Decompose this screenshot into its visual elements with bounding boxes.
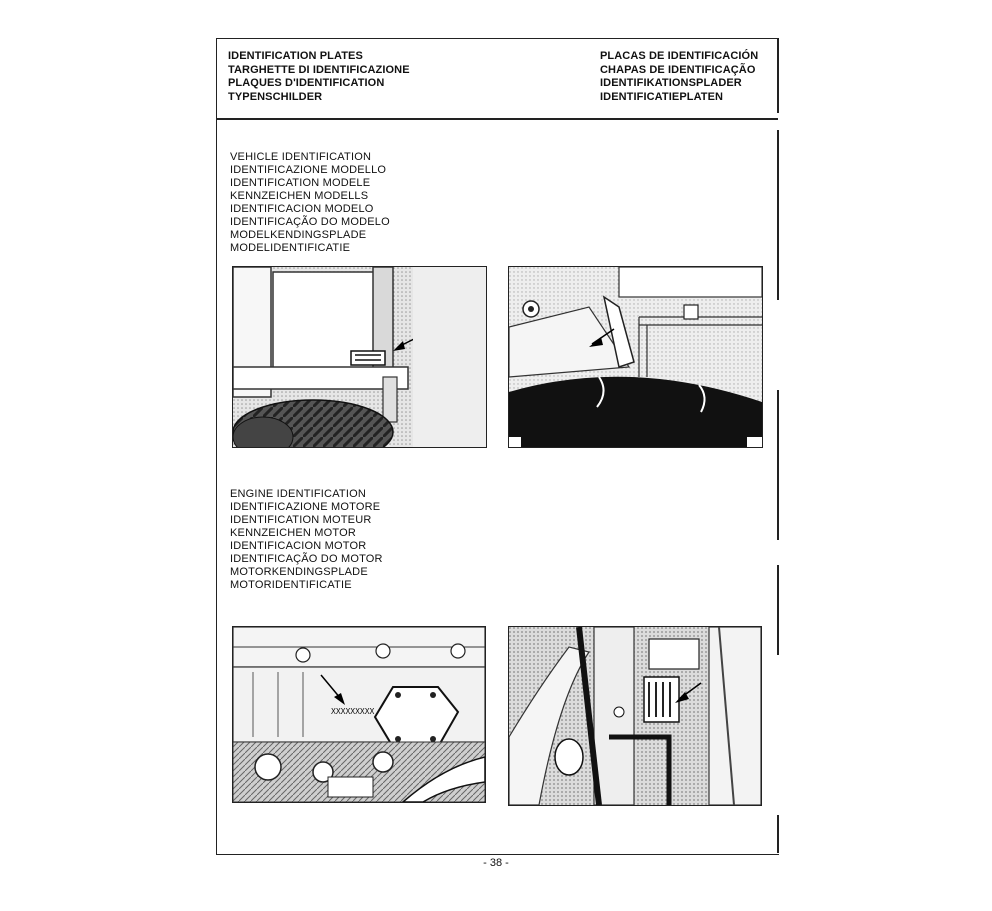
section-line: IDENTIFICACION MOTOR — [230, 540, 367, 552]
section-line: VEHICLE IDENTIFICATION — [230, 151, 372, 163]
section-line: IDENTIFICACION MODELO — [230, 203, 374, 215]
header-title: TYPENSCHILDER — [228, 90, 323, 103]
header-title: PLAQUES D'IDENTIFICATION — [228, 77, 385, 89]
section-line: IDENTIFICAZIONE MODELLO — [230, 164, 387, 176]
engine-plate-photo-left: XXXXXXXXX — [232, 626, 486, 803]
right-edge-bar — [777, 390, 779, 540]
section-line: KENNZEICHEN MOTOR — [230, 527, 357, 539]
vehicle-plate-photo-left — [232, 266, 487, 448]
header-title: TARGHETTE DI IDENTIFICAZIONE — [228, 63, 410, 76]
section-line: IDENTIFICAÇÃO DO MODELO — [230, 216, 390, 228]
header-title: IDENTIFIKATIONSPLADER — [600, 77, 742, 89]
header-left: IDENTIFICATION PLATES TARGHETTE DI IDENT… — [228, 50, 410, 104]
header-right: PLACAS DE IDENTIFICACIÓN CHAPAS DE IDENT… — [600, 50, 758, 104]
section-line: IDENTIFICATION MODELE — [230, 177, 371, 189]
section-line: IDENTIFICAÇÃO DO MOTOR — [230, 553, 383, 565]
page-frame — [216, 38, 779, 855]
section-line: IDENTIFICATION MOTEUR — [230, 514, 372, 526]
engine-identification-block: ENGINE IDENTIFICATION IDENTIFICAZIONE MO… — [230, 488, 383, 592]
header-separator — [216, 118, 778, 120]
right-edge-bar — [777, 130, 779, 300]
section-line: MODELKENDINGSPLADE — [230, 229, 367, 241]
section-line: KENNZEICHEN MODELLS — [230, 190, 369, 202]
section-line: MOTORKENDINGSPLADE — [230, 566, 368, 578]
page-number: - 38 - — [483, 857, 509, 869]
right-edge-bar — [777, 38, 779, 113]
header-title: IDENTIFICATIEPLATEN — [600, 90, 724, 103]
right-edge-bar — [777, 565, 779, 655]
section-line: IDENTIFICAZIONE MOTORE — [230, 501, 381, 513]
section-line: ENGINE IDENTIFICATION — [230, 488, 367, 500]
vehicle-plate-photo-right — [508, 266, 763, 448]
header-title: IDENTIFICATION PLATES — [228, 50, 363, 62]
right-edge-bar — [777, 815, 779, 853]
section-line: MOTORIDENTIFICATIE — [230, 579, 352, 591]
header-title: CHAPAS DE IDENTIFICAÇÃO — [600, 63, 756, 76]
section-line: MODELIDENTIFICATIE — [230, 242, 351, 254]
engine-serial-stamp: XXXXXXXXX — [331, 707, 375, 716]
vehicle-identification-block: VEHICLE IDENTIFICATION IDENTIFICAZIONE M… — [230, 151, 390, 255]
engine-plate-photo-right — [508, 626, 762, 806]
header-title: PLACAS DE IDENTIFICACIÓN — [600, 50, 759, 62]
